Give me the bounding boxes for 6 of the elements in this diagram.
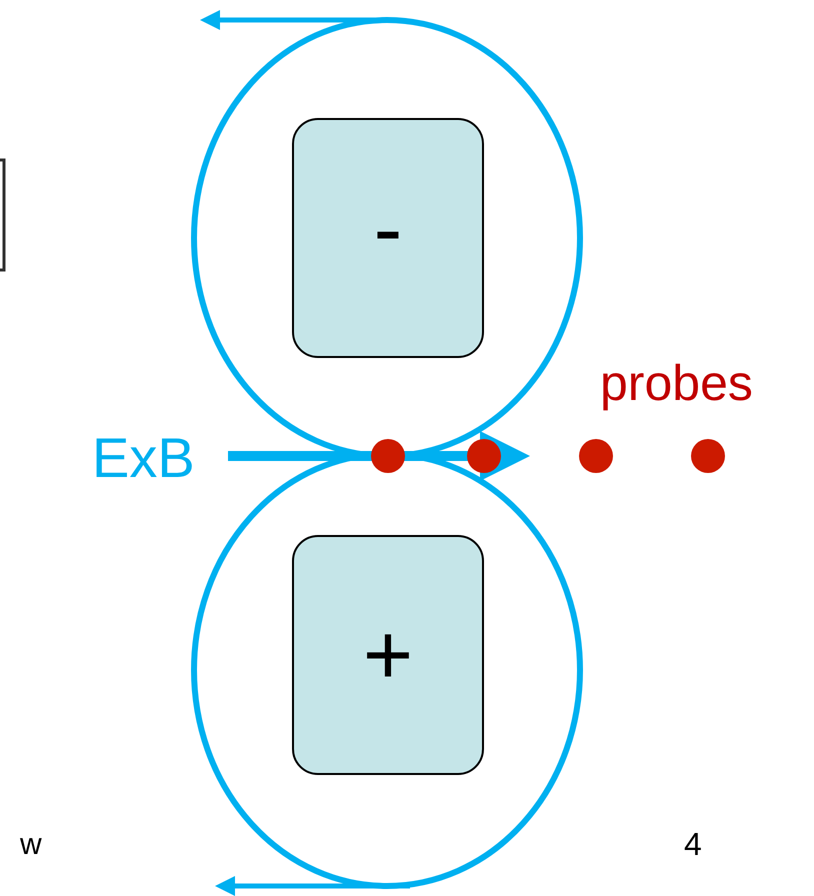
page-number: 4 [684,828,702,860]
electrode-box: + [292,535,484,775]
electrode-box: - [292,118,484,358]
drift-label: ExB [92,430,195,486]
probes-label: probes [600,358,753,408]
footer-text: w [20,830,42,860]
